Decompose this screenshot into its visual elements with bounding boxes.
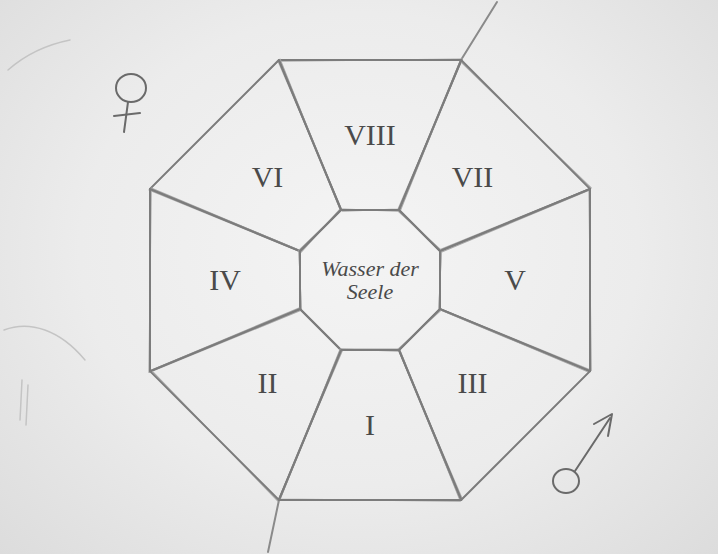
sketch-stroke <box>280 349 460 501</box>
scribble <box>20 380 28 425</box>
octagon-segment: VII <box>395 56 594 255</box>
segment-border <box>279 60 461 210</box>
sketch-stroke <box>398 310 589 499</box>
roman-numeral: II <box>257 368 277 398</box>
sketch-stroke <box>278 59 463 211</box>
center-label: Wasser der Seele <box>320 257 420 303</box>
octagon-segment: III <box>395 305 594 504</box>
segment-outline <box>146 305 345 504</box>
margin-scribbles <box>4 40 85 425</box>
octagon-segment: VI <box>146 56 345 255</box>
segment-outline <box>395 56 594 255</box>
extension-line <box>461 2 497 60</box>
scribble <box>4 326 85 360</box>
segment-outline <box>395 305 594 504</box>
sketch-stroke <box>151 308 342 501</box>
roman-numeral: VI <box>252 162 284 192</box>
mars-arrow-head <box>594 414 612 436</box>
mars-arrow-shaft <box>575 418 610 471</box>
extension-lines <box>268 2 497 552</box>
segment-border <box>399 309 590 500</box>
octagon-segment: IV <box>146 185 304 375</box>
center-octagon: Wasser der Seele <box>296 206 444 354</box>
segment-border <box>279 350 461 500</box>
sketch-stroke <box>149 59 340 252</box>
segment-border <box>150 309 341 500</box>
segment-border <box>399 60 590 251</box>
roman-numeral: VIII <box>344 120 396 150</box>
octagon-segment: V <box>436 185 594 375</box>
roman-numeral: IV <box>209 265 241 295</box>
sketch-stroke <box>400 61 591 250</box>
sketch-stroke <box>439 190 591 370</box>
octagon-segment: I <box>275 346 465 504</box>
segment-border <box>440 189 590 371</box>
extension-line <box>268 500 279 552</box>
octagon-segment: VIII <box>275 56 465 214</box>
venus-symbol <box>114 74 146 132</box>
mars-symbol <box>553 414 612 493</box>
roman-numeral: I <box>365 410 375 440</box>
segment-border <box>150 189 300 371</box>
sketch-stroke <box>149 188 301 372</box>
segment-border <box>150 60 341 251</box>
roman-numeral: VII <box>452 162 494 192</box>
venus-cross <box>114 113 140 116</box>
octagon-segment: II <box>146 305 345 504</box>
roman-numeral: V <box>504 265 526 295</box>
mars-circle <box>553 469 579 493</box>
venus-circle <box>116 74 146 102</box>
venus-stem <box>124 102 128 132</box>
scribble <box>8 40 70 70</box>
segment-outline <box>146 56 345 255</box>
roman-numeral: III <box>458 368 488 398</box>
